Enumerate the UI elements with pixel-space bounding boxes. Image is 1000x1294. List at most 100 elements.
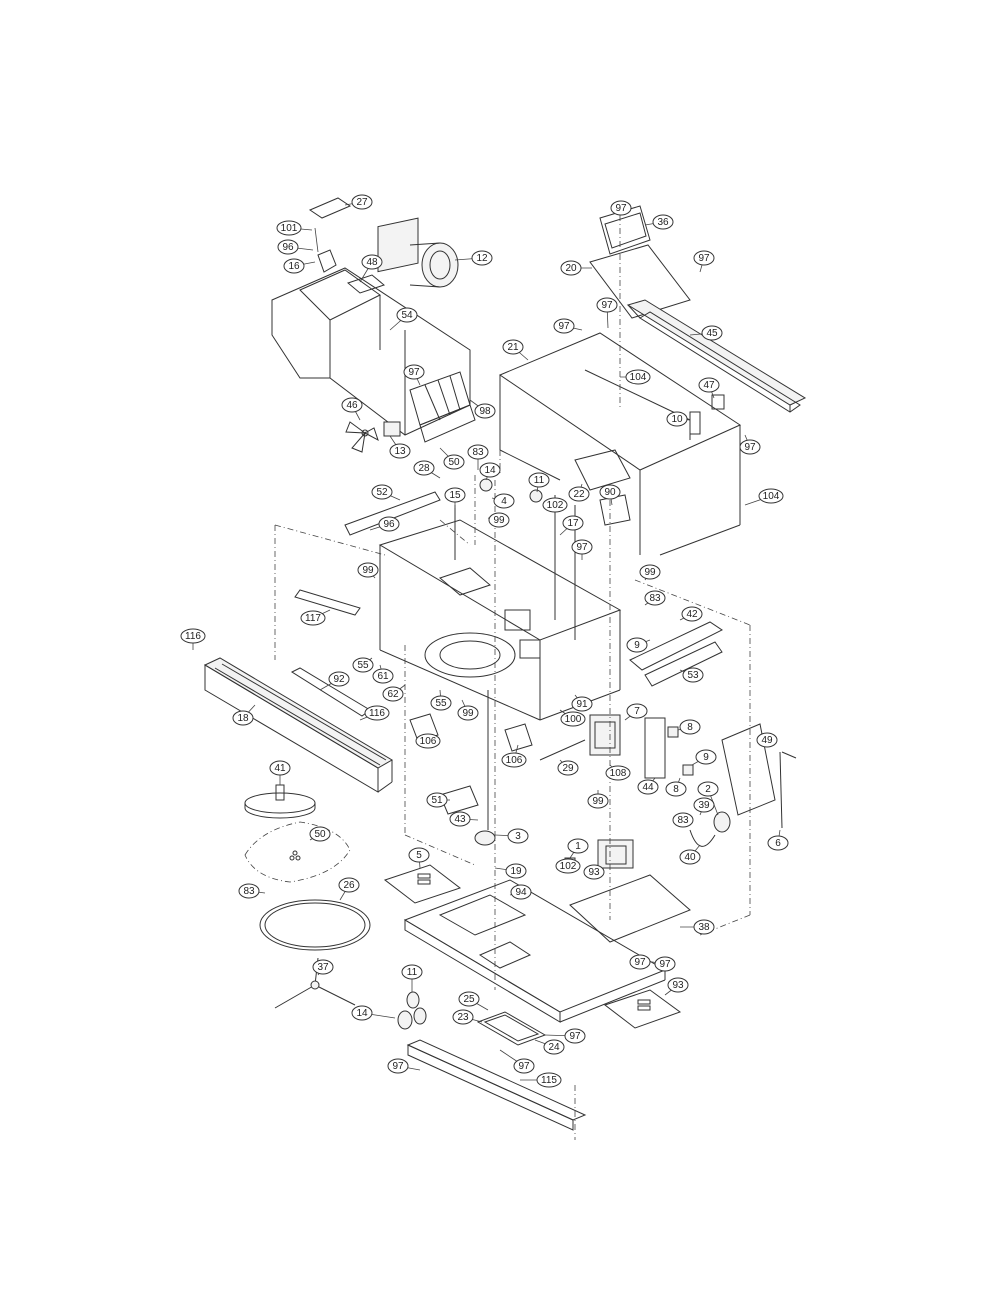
- callout-label: 55: [435, 698, 447, 709]
- callout-bubble: [637, 779, 659, 795]
- callout-label: 1: [575, 841, 581, 852]
- callout-25: 25: [458, 991, 489, 1011]
- callout-label: 97: [392, 1061, 404, 1072]
- callout-label: 93: [588, 867, 600, 878]
- callout-label: 97: [615, 203, 627, 214]
- callout-15: 15: [444, 487, 466, 508]
- callout-label: 29: [562, 763, 574, 774]
- callout-19: 19: [494, 863, 527, 879]
- callout-bubble: [341, 397, 363, 413]
- callout-label: 5: [416, 850, 422, 861]
- callout-label: 108: [610, 768, 627, 779]
- part-46-fan-blade: [345, 421, 379, 453]
- callout-label: 11: [534, 475, 545, 486]
- callout-label: 14: [484, 465, 496, 476]
- callout-label: 102: [560, 861, 577, 872]
- callout-bubble: [639, 564, 661, 580]
- callout-115: 115: [520, 1072, 562, 1088]
- callout-bubble: [758, 488, 784, 504]
- callout-101: 101: [276, 220, 313, 236]
- callout-bubble: [510, 884, 532, 900]
- callout-bubble: [474, 403, 496, 419]
- callout-bubble: [756, 732, 778, 748]
- callout-bubble: [681, 606, 703, 622]
- callout-label: 23: [457, 1012, 469, 1023]
- callout-label: 101: [281, 223, 298, 234]
- callout-label: 18: [237, 713, 249, 724]
- callout-label: 49: [761, 735, 773, 746]
- part-52-rail: [344, 491, 441, 536]
- part-29-rod: [539, 739, 586, 761]
- callout-104: 104: [744, 488, 784, 506]
- callout-bubble: [665, 781, 687, 797]
- callout-26: 26: [338, 877, 360, 901]
- callout-label: 4: [501, 496, 507, 507]
- callout-label: 42: [686, 609, 698, 620]
- callout-label: 106: [506, 755, 523, 766]
- callout-117: 117: [300, 609, 331, 626]
- callout-bubble: [357, 562, 379, 578]
- callout-24: 24: [534, 1039, 565, 1055]
- callout-label: 28: [418, 463, 430, 474]
- callout-18: 18: [232, 704, 256, 726]
- callout-27: 27: [344, 194, 373, 210]
- callout-49: 49: [756, 732, 778, 748]
- part-23-plate: [476, 1011, 547, 1046]
- callout-104: 104: [620, 369, 651, 385]
- callout-label: 6: [775, 838, 781, 849]
- callout-bubble: [430, 695, 452, 711]
- callout-39: 39: [693, 797, 715, 816]
- callout-42: 42: [679, 606, 703, 622]
- callout-label: 24: [548, 1042, 560, 1053]
- callout-102: 102: [542, 497, 568, 513]
- callout-label: 44: [642, 782, 654, 793]
- callout-bubble: [599, 484, 621, 500]
- callout-bubble: [389, 443, 411, 459]
- callout-98: 98: [469, 399, 496, 419]
- part-14-part: [397, 1010, 413, 1030]
- callout-5: 5: [408, 847, 430, 869]
- callout-40: 40: [679, 844, 701, 865]
- callout-bubble: [644, 590, 666, 606]
- callout-bubble: [449, 811, 471, 827]
- callout-label: 97: [558, 321, 570, 332]
- part-53-rail: [644, 641, 723, 687]
- callout-bubble: [583, 864, 605, 880]
- callout-bubble: [693, 250, 715, 266]
- callout-bubble: [396, 307, 418, 323]
- callout-97: 97: [403, 364, 425, 386]
- part-106-plate-2: [504, 723, 533, 752]
- callout-61: 61: [372, 664, 394, 684]
- callout-label: 92: [333, 674, 345, 685]
- part-14-upper: [479, 478, 493, 492]
- callout-97: 97: [610, 200, 632, 216]
- callout-bubble: [507, 828, 529, 844]
- callout-47: 47: [698, 377, 720, 399]
- part-19-plate: [569, 874, 691, 943]
- parts-illustration: [203, 197, 807, 1140]
- callout-bubble: [693, 919, 715, 935]
- part-93-vent-panel: [383, 864, 462, 904]
- callout-bubble: [300, 610, 326, 626]
- part-20-plate: [589, 244, 691, 319]
- part-26-base-plate: [403, 879, 667, 1023]
- callout-99: 99: [457, 699, 479, 721]
- callout-label: 13: [394, 446, 406, 457]
- callout-96: 96: [277, 239, 314, 255]
- callout-bubble: [371, 484, 393, 500]
- callout-bubble: [488, 512, 510, 528]
- callout-label: 45: [706, 328, 718, 339]
- callout-bubble: [605, 765, 631, 781]
- callout-bubble: [626, 703, 648, 719]
- callout-label: 104: [763, 491, 780, 502]
- callout-label: 16: [288, 261, 300, 272]
- callout-label: 100: [565, 714, 582, 725]
- callout-label: 117: [305, 613, 321, 624]
- callout-90: 90: [599, 484, 621, 506]
- callout-bubble: [543, 1039, 565, 1055]
- callout-55: 55: [352, 657, 374, 673]
- callout-bubble: [387, 1058, 409, 1074]
- callout-label: 26: [343, 880, 355, 891]
- callout-bubble: [238, 883, 260, 899]
